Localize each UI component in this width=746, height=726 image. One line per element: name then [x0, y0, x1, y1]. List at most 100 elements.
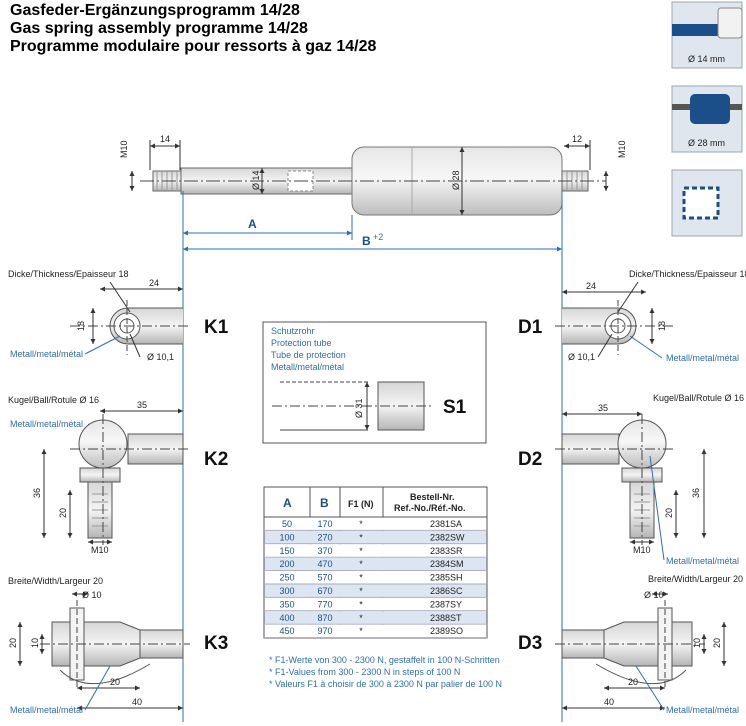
- k3-w20: 20: [110, 677, 120, 687]
- d3-clevis: Breite/Width/Largeur 20 Ø 10 20 10 20 40…: [518, 574, 743, 715]
- table-row-bg: [264, 611, 487, 625]
- k1-metal: Metall/metal/métal: [10, 349, 83, 359]
- title-fr: Programme modulaire pour ressorts à gaz …: [10, 38, 377, 55]
- d3-w20: 20: [628, 677, 638, 687]
- d3-width: Breite/Width/Largeur 20: [648, 574, 743, 584]
- cell-nr: 2383SR: [430, 546, 463, 556]
- k2-m10: M10: [91, 545, 109, 555]
- cell-f: *: [359, 613, 363, 623]
- k3-dia: Ø 10: [82, 590, 102, 600]
- note-fr: * Valeurs F1 à choisir de 300 à 2300 N p…: [269, 679, 502, 689]
- k3-clevis: Breite/Width/Largeur 20 Ø 10 20 10 20 40…: [8, 576, 228, 715]
- k1-dia: Ø 10,1: [147, 352, 174, 362]
- footnotes: * F1-Werte von 300 - 2300 N, gestaffelt …: [269, 655, 502, 689]
- thumb-14-label: Ø 14 mm: [688, 54, 725, 64]
- cell-nr: 2385SH: [430, 573, 463, 583]
- d2-h36: 36: [691, 488, 701, 498]
- title-de: Gasfeder-Ergänzungsprogramm 14/28: [10, 2, 300, 19]
- cell-a: 150: [279, 546, 294, 556]
- s1-line4: Metall/metal/métal: [271, 362, 344, 372]
- d2-m10: M10: [633, 545, 651, 555]
- gas-spring-drawing: 14 12 M10 M10 Ø 14 Ø 28 A B +2: [119, 134, 627, 252]
- s1-line3: Tube de protection: [271, 350, 346, 360]
- table-row-bg: [264, 624, 487, 638]
- dim-b: B: [362, 234, 371, 248]
- d3-dia: Ø 10: [644, 590, 664, 600]
- d3-h10: 10: [692, 638, 702, 648]
- dim-14: 14: [160, 134, 170, 144]
- d1-eye-end: Dicke/Thickness/Epaisseur 18 24 18 Metal…: [518, 269, 746, 363]
- cell-b: 170: [317, 519, 332, 529]
- cell-a: 300: [279, 586, 294, 596]
- thumbnail-14mm: Ø 14 mm: [671, 1, 743, 69]
- k1-thickness: Dicke/Thickness/Epaisseur 18: [8, 269, 129, 279]
- code-k2: K2: [204, 449, 228, 470]
- cell-b: 970: [317, 626, 332, 636]
- code-k3: K3: [204, 633, 228, 654]
- table-row-bg: [264, 597, 487, 611]
- cell-f: *: [359, 519, 363, 529]
- table-header-b: B: [320, 496, 329, 510]
- k3-width: Breite/Width/Largeur 20: [8, 576, 103, 586]
- cell-b: 470: [317, 559, 332, 569]
- code-s1: S1: [443, 397, 467, 418]
- cell-nr: 2384SM: [430, 559, 464, 569]
- thumb-28-label: Ø 28 mm: [688, 138, 725, 148]
- cell-f: *: [359, 626, 363, 636]
- d3-h20: 20: [712, 638, 722, 648]
- k3-h10: 10: [30, 638, 40, 648]
- thumbnail-28mm: Ø 28 mm: [671, 85, 743, 153]
- s1-protection-tube: Schutzrohr Protection tube Tube de prote…: [262, 321, 487, 444]
- cell-nr: 2386SC: [430, 586, 463, 596]
- d1-thickness: Dicke/Thickness/Epaisseur 18: [629, 269, 746, 279]
- cell-f: *: [359, 559, 363, 569]
- table-header-nr1: Bestell-Nr.: [410, 492, 455, 502]
- k2-ball-socket: Kugel/Ball/Rotule Ø 16 Metall/metal/méta…: [8, 395, 228, 555]
- order-table: A B F1 (N) Bestell-Nr. Ref.-No./Réf.-No.…: [263, 486, 488, 639]
- cell-nr: 2381SA: [430, 519, 462, 529]
- cell-f: *: [359, 573, 363, 583]
- table-row-bg: [264, 544, 487, 558]
- table-header-f: F1 (N): [348, 499, 374, 509]
- d2-ball: Kugel/Ball/Rotule Ø 16: [653, 393, 744, 403]
- cell-nr: 2388ST: [430, 613, 462, 623]
- cell-a: 50: [282, 519, 292, 529]
- k1-eye-end: Dicke/Thickness/Epaisseur 18 24 18 Metal…: [8, 269, 229, 362]
- dim-12: 12: [572, 134, 582, 144]
- title-en: Gas spring assembly programme 14/28: [10, 20, 308, 37]
- code-d1: D1: [518, 317, 543, 338]
- k1-width: 24: [149, 278, 159, 288]
- d2-metal: Metall/metal/métal: [666, 556, 739, 566]
- cell-b: 770: [317, 599, 332, 609]
- k2-ball: Kugel/Ball/Rotule Ø 16: [8, 395, 99, 405]
- note-de: * F1-Werte von 300 - 2300 N, gestaffelt …: [269, 655, 500, 665]
- table-row-bg: [264, 584, 487, 598]
- k3-metal: Metall/metal/métal: [10, 705, 83, 715]
- cell-nr: 2389SO: [430, 626, 463, 636]
- cell-b: 870: [317, 613, 332, 623]
- cell-f: *: [359, 546, 363, 556]
- dim-a: A: [248, 217, 257, 231]
- table-row-bg: [264, 571, 487, 584]
- cell-b: 370: [317, 546, 332, 556]
- d3-w40: 40: [604, 697, 614, 707]
- k2-width: 35: [137, 400, 147, 410]
- dim-dia28: Ø 28: [451, 170, 461, 190]
- d2-ball-socket: Kugel/Ball/Rotule Ø 16 35 36 20 M10 Meta…: [518, 393, 744, 566]
- cell-f: *: [359, 599, 363, 609]
- cell-a: 250: [279, 573, 294, 583]
- cell-nr: 2387SY: [430, 599, 462, 609]
- d3-metal: Metall/metal/métal: [666, 705, 739, 715]
- cell-a: 200: [279, 559, 294, 569]
- code-d3: D3: [518, 633, 542, 654]
- d1-height: 18: [657, 321, 667, 331]
- thumbnail-tube: [671, 169, 743, 237]
- cell-a: 350: [279, 599, 294, 609]
- cell-a: 400: [279, 613, 294, 623]
- cell-b: 270: [317, 532, 332, 542]
- cell-nr: 2382SW: [430, 532, 465, 542]
- d1-dia: Ø 10,1: [568, 352, 595, 362]
